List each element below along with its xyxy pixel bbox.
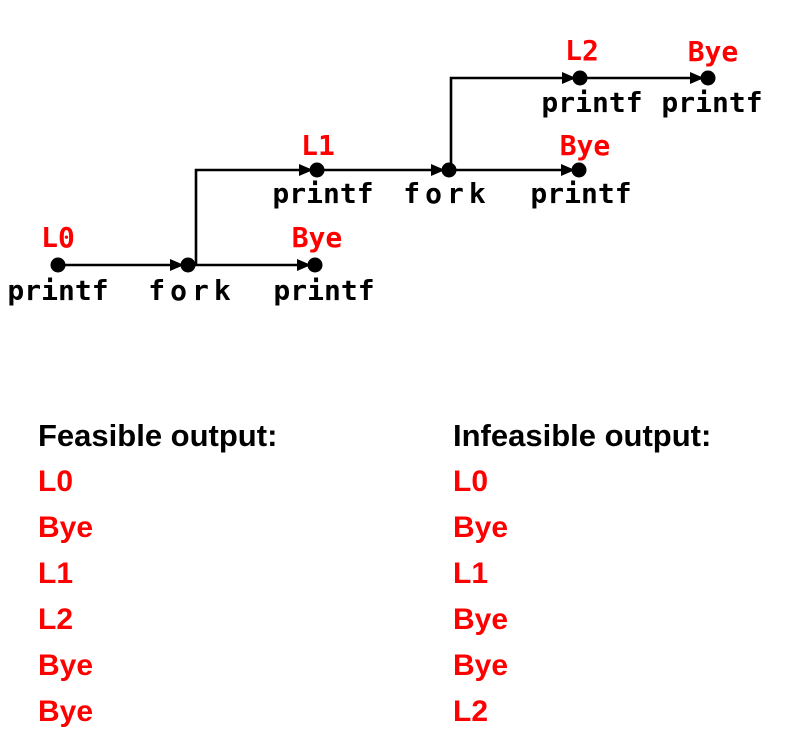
fork-elbow-arrow xyxy=(449,72,576,170)
caption-fork: fork xyxy=(148,274,235,307)
label-Bye: Bye xyxy=(560,129,611,162)
output-line: Bye xyxy=(453,603,509,636)
caption-fork: fork xyxy=(403,177,490,210)
process-dot xyxy=(50,257,66,273)
process-dot xyxy=(309,162,325,178)
label-Bye: Bye xyxy=(292,221,343,254)
output-line: L1 xyxy=(38,557,74,590)
output-line: Bye xyxy=(38,511,94,544)
output-line: L0 xyxy=(38,465,74,498)
label-L0: L0 xyxy=(41,221,75,254)
process-dot xyxy=(180,257,196,273)
caption-printf: printf xyxy=(541,86,642,119)
process-dot xyxy=(441,162,457,178)
output-line: L1 xyxy=(453,557,489,590)
output-line: Bye xyxy=(38,695,94,728)
fork-elbow-arrow xyxy=(194,164,313,265)
output-line: Bye xyxy=(453,649,509,682)
process-dot xyxy=(571,162,587,178)
caption-printf: printf xyxy=(273,274,374,307)
feasible-output-title: Feasible output: xyxy=(38,418,278,453)
caption-printf: printf xyxy=(530,177,631,210)
caption-printf: printf xyxy=(7,274,108,307)
output-line: L2 xyxy=(453,695,489,728)
infeasible-output-title: Infeasible output: xyxy=(453,418,712,453)
output-line: L2 xyxy=(38,603,74,636)
process-dot xyxy=(572,70,588,86)
process-dot xyxy=(307,257,323,273)
label-Bye: Bye xyxy=(688,35,739,68)
process-dot xyxy=(700,70,716,86)
label-L1: L1 xyxy=(301,129,335,162)
label-L2: L2 xyxy=(565,34,599,67)
output-line: L0 xyxy=(453,465,489,498)
caption-printf: printf xyxy=(661,86,762,119)
output-line: Bye xyxy=(38,649,94,682)
caption-printf: printf xyxy=(272,177,373,210)
output-line: Bye xyxy=(453,511,509,544)
